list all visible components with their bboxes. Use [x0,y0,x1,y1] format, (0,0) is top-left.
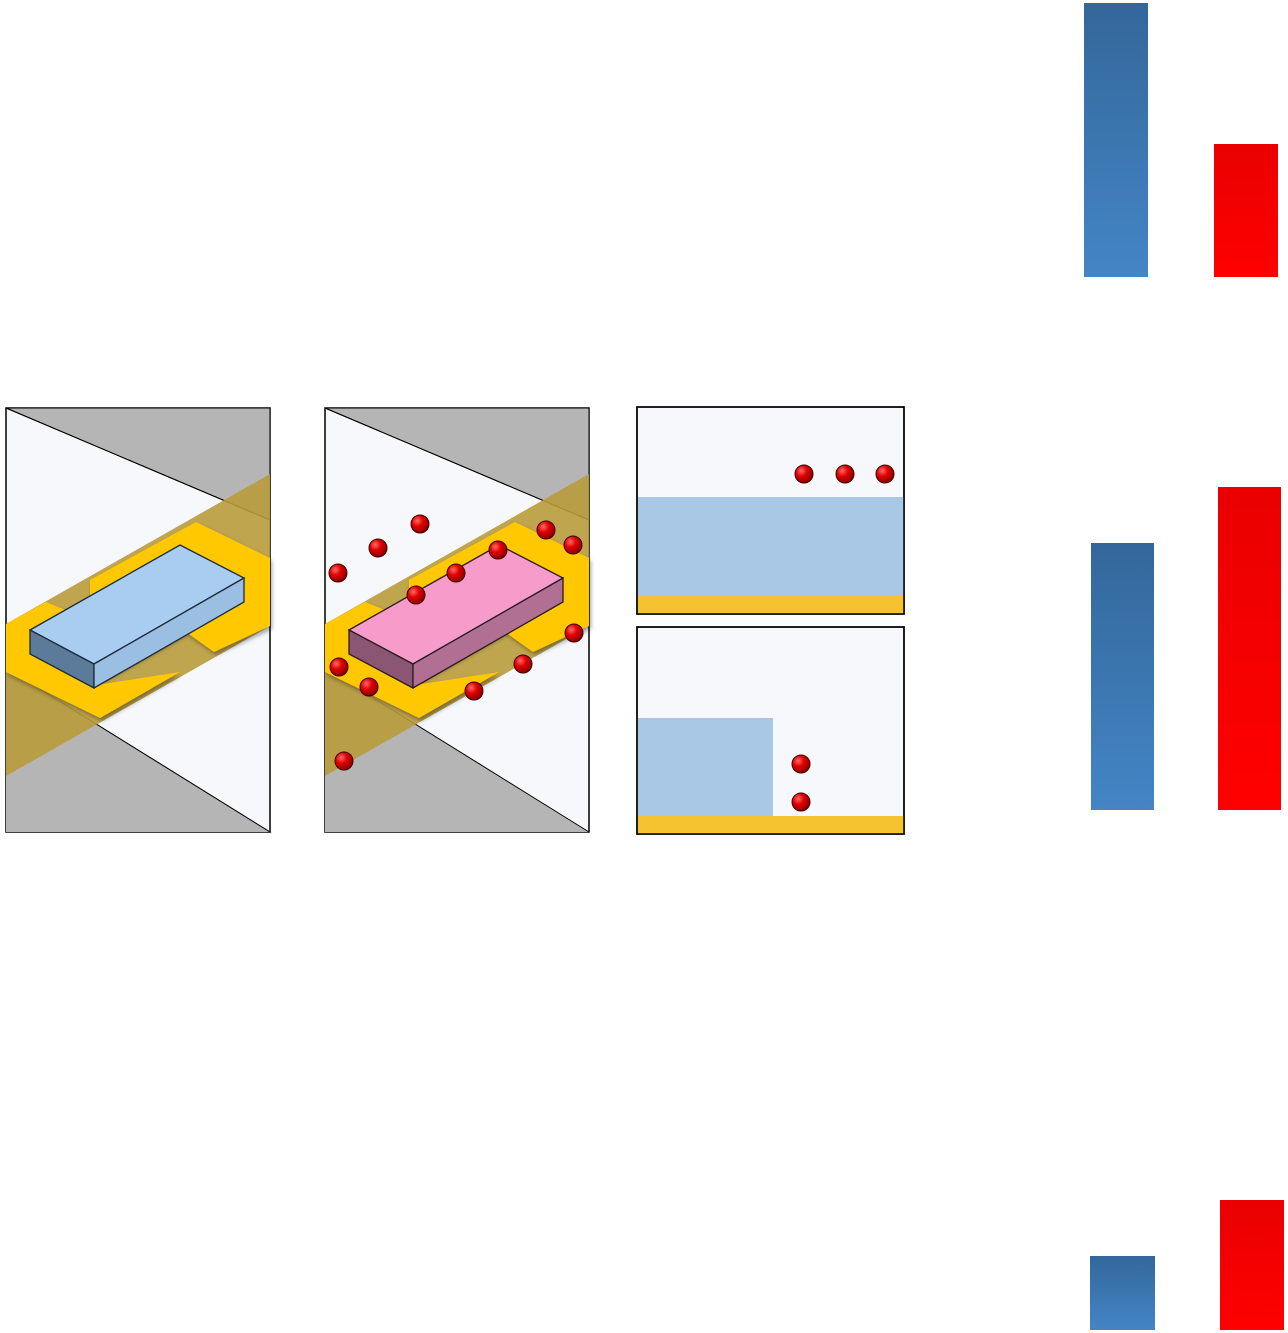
particle [791,754,811,774]
particle [563,535,583,555]
particle [410,514,430,534]
particle [536,520,556,540]
particle [368,538,388,558]
particle [406,585,426,605]
blue-block [28,544,246,690]
particle [564,623,584,643]
particle [359,677,379,697]
bar-red [1220,1200,1284,1330]
particle [835,464,855,484]
panel-cross-section-beside [636,626,905,835]
bar-red [1214,144,1278,277]
bar-group-1 [1084,3,1278,277]
particle [791,792,811,812]
panel-isometric-contaminated [324,407,590,833]
bar-red [1218,487,1281,810]
particle [329,657,349,677]
particle [513,654,533,674]
panel-isometric-clean [5,407,272,833]
particle [464,681,484,701]
particle [328,563,348,583]
particle [488,540,508,560]
panel-cross-section-above [636,406,905,615]
particles [328,514,584,771]
bar-blue [1084,3,1148,277]
particle [334,751,354,771]
particle [446,563,466,583]
particle [794,464,814,484]
bar-group-3 [1090,1200,1284,1330]
bar-blue [1091,543,1154,810]
particle [875,464,895,484]
bar-blue [1090,1256,1155,1330]
bar-group-2 [1091,487,1281,810]
